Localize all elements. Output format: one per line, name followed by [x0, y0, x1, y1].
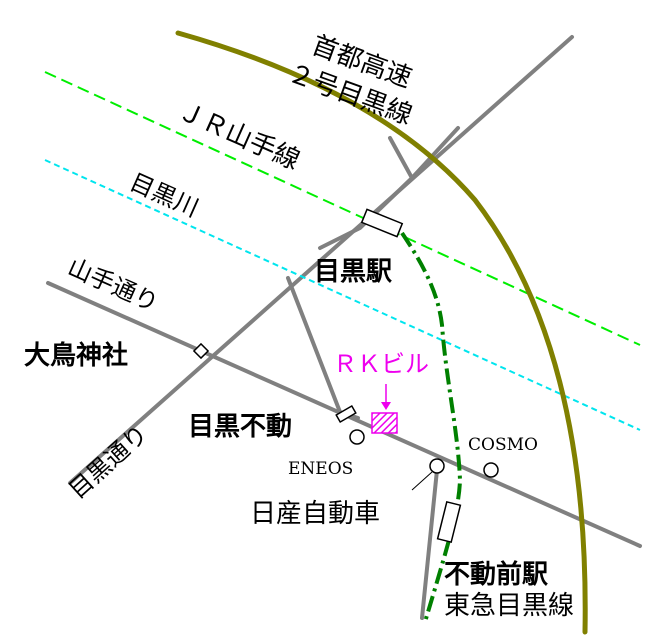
nissan-side-road — [420, 468, 439, 620]
jr-yamanote-line — [44, 71, 641, 346]
meguro-station-box — [360, 208, 404, 238]
rk-building-pointer-head — [381, 402, 391, 410]
meguro-station-label: 目黒駅 — [314, 257, 392, 287]
fudomae-station-box — [436, 500, 462, 544]
otori-shrine-marker — [192, 342, 210, 360]
rk-building-label: ＲＫビル — [333, 350, 429, 378]
nissan-label: 日産自動車 — [250, 499, 380, 529]
connector-road-north — [318, 126, 460, 250]
eneos-marker — [349, 429, 365, 445]
rk-building-marker — [371, 412, 398, 434]
nissan-leader-line — [411, 471, 433, 491]
otori-shrine-label: 大鳥神社 — [24, 340, 128, 371]
meguro-fudo-marker — [335, 405, 357, 423]
tokyu-line-label: 東急目黒線 — [444, 591, 574, 621]
meguro-river-line — [44, 159, 641, 431]
eneos-label: ENEOS — [288, 459, 353, 479]
fudomae-station-label: 不動前駅 — [444, 559, 548, 590]
cosmo-label: COSMO — [468, 435, 538, 455]
cosmo-marker — [483, 462, 499, 478]
connector-road-nw — [388, 136, 414, 180]
nissan-marker — [429, 458, 445, 474]
expressway-line — [175, 30, 588, 635]
meguro-fudo-label: 目黒不動 — [188, 412, 292, 442]
meguro-dori-road — [68, 35, 574, 485]
